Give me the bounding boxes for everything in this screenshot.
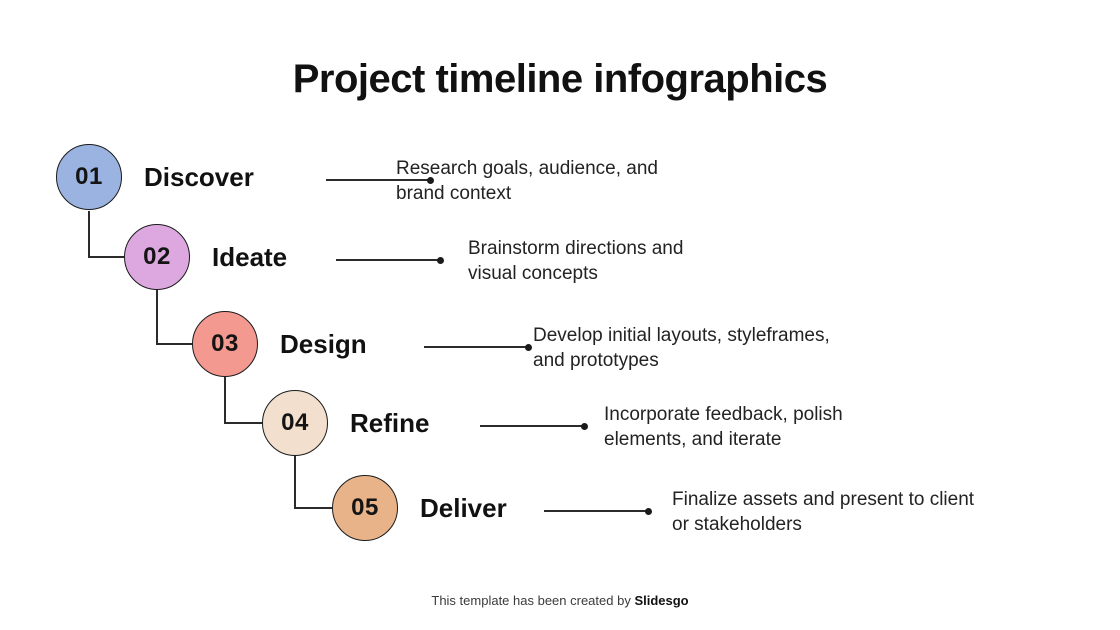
- timeline-step: 03 Design Develop initial layouts, style…: [192, 311, 1120, 391]
- step-number: 02: [143, 243, 171, 270]
- step-number: 04: [281, 409, 309, 436]
- page-title: Project timeline infographics: [292, 57, 828, 101]
- leader-line: [480, 422, 588, 430]
- footer-text: This template has been created by: [431, 593, 635, 608]
- leader-endpoint-dot: [437, 256, 444, 264]
- leader-line: [424, 343, 532, 351]
- leader-line: [336, 256, 444, 264]
- leader-line-stroke: [544, 510, 646, 512]
- leader-line-stroke: [326, 179, 428, 181]
- leader-line: [544, 507, 652, 515]
- timeline-step: 02 Ideate Brainstorm directions and visu…: [124, 224, 1120, 304]
- step-number-badge[interactable]: 03: [192, 311, 258, 377]
- step-number: 03: [211, 330, 239, 357]
- step-number-badge[interactable]: 01: [56, 144, 122, 210]
- step-label: Discover: [144, 162, 254, 192]
- step-number-badge[interactable]: 04: [262, 390, 328, 456]
- step-label: Refine: [350, 408, 430, 438]
- footer-credit: This template has been created by Slides…: [0, 593, 1120, 608]
- step-description: Incorporate feedback, polish elements, a…: [604, 404, 843, 450]
- step-number: 01: [75, 163, 103, 190]
- step-description: Finalize assets and present to client or…: [672, 489, 975, 535]
- step-description: Develop initial layouts, styleframes, an…: [533, 325, 830, 371]
- timeline-step: 05 Deliver Finalize assets and present t…: [332, 475, 1120, 555]
- step-number-badge[interactable]: 05: [332, 475, 398, 541]
- leader-endpoint-dot: [525, 343, 532, 351]
- leader-line-stroke: [424, 346, 526, 348]
- timeline-step: 01 Discover Research goals, audience, an…: [56, 144, 1056, 224]
- timeline-step: 04 Refine Incorporate feedback, polish e…: [262, 390, 1120, 470]
- step-label: Design: [280, 329, 367, 359]
- step-description: Brainstorm directions and visual concept…: [468, 238, 684, 284]
- leader-line-stroke: [480, 425, 582, 427]
- step-description: Research goals, audience, and brand cont…: [396, 158, 658, 204]
- leader-endpoint-dot: [427, 176, 434, 184]
- step-number-badge[interactable]: 02: [124, 224, 190, 290]
- step-label: Deliver: [420, 493, 507, 523]
- step-label: Ideate: [212, 242, 288, 272]
- footer-brand: Slidesgo: [634, 593, 689, 608]
- leader-line-stroke: [336, 259, 438, 261]
- leader-endpoint-dot: [645, 507, 652, 515]
- leader-line: [326, 176, 434, 184]
- step-number: 05: [351, 494, 379, 521]
- leader-endpoint-dot: [581, 422, 588, 430]
